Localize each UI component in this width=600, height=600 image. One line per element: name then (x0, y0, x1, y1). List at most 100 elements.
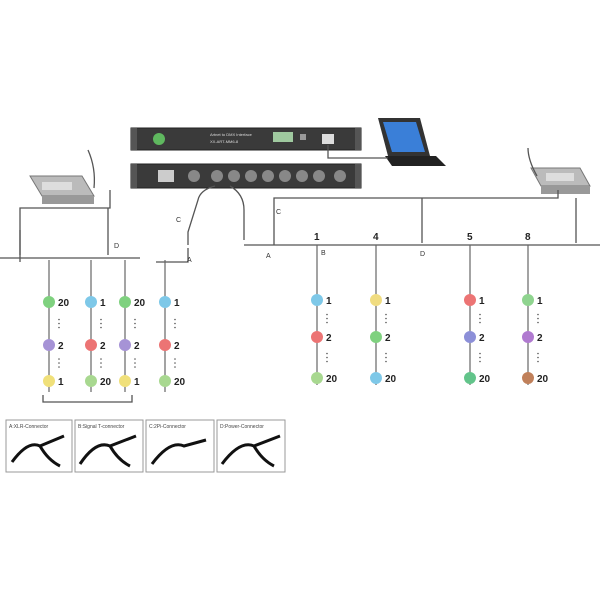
right-line-3-bulb-2 (464, 331, 476, 343)
letter-a-2: A (266, 253, 271, 260)
left_d-ellipsis-dot (174, 322, 176, 325)
right-line-1-bulb-3-number: 20 (326, 374, 338, 385)
right-line-1-ellipsis-dot (326, 317, 328, 320)
left_a-ellipsis-dot (58, 358, 60, 360)
xlr-port-row (188, 170, 346, 182)
legend-caption-signal-t: B:Signal T-connector (78, 424, 125, 430)
right-line-4-bulb-2 (522, 331, 534, 343)
legend-box-xlr: A:XLR-Connector (5, 419, 73, 473)
left_d-bulb-1-number: 1 (174, 298, 180, 309)
letter-d-1: D (114, 243, 119, 250)
right-line-3-bulb-2-number: 2 (479, 333, 485, 344)
power-inlet-icon (158, 170, 174, 182)
laptop-icon (378, 118, 446, 166)
left_b-bulb-3-number: 20 (100, 377, 112, 388)
letter-b-1: B (321, 250, 326, 257)
left_c-bulb-1 (119, 296, 131, 308)
right-line-2-ellipsis-dot (385, 352, 387, 355)
left_c-ellipsis-dot (134, 322, 136, 325)
right-line-2-bulb-1 (370, 294, 382, 306)
right-line-1-bulb-2-number: 2 (326, 333, 332, 344)
left_c-ellipsis-dot (134, 362, 136, 364)
left_c-bulb-1-number: 20 (134, 298, 146, 309)
right-line-4-ellipsis-dot (537, 317, 539, 320)
left_d-bulb-3 (159, 375, 171, 387)
right-line-1-bulb-3 (311, 372, 323, 384)
left_a-bulb-1 (43, 296, 55, 308)
left_a-bulb-3 (43, 375, 55, 387)
power-supply-left-icon (29, 175, 95, 204)
right-line-2-ellipsis-dot (385, 321, 387, 324)
right-line-1-ellipsis-dot (326, 356, 328, 359)
right-line-2-bulb-2-number: 2 (385, 333, 391, 344)
right-line-1-ellipsis-dot (326, 321, 328, 324)
left_c-bulb-2 (119, 339, 131, 351)
right-line-3-bulb-1-number: 1 (479, 296, 485, 307)
right-line-4-bulb-3-number: 20 (537, 374, 549, 385)
right-line-3-ellipsis-dot (479, 360, 481, 363)
legend-box-2pin: C:2Pi-Connector (145, 419, 215, 473)
cable-network (0, 145, 600, 263)
right-line-4-ellipsis-dot (537, 352, 539, 355)
right-line-2-bulb-3-number: 20 (385, 374, 397, 385)
left_a-ellipsis-dot (58, 318, 60, 321)
left_b-ellipsis-dot (100, 358, 102, 360)
right-line-3-ellipsis-dot (479, 356, 481, 359)
left_c-bulb-2-number: 2 (134, 341, 140, 352)
left_b-ellipsis-dot (100, 366, 102, 368)
right-line-2-ellipsis-dot (385, 313, 387, 316)
left_a-ellipsis-dot (58, 322, 60, 325)
left_b-bulb-1-number: 1 (100, 298, 106, 309)
left_a-bulb-2 (43, 339, 55, 351)
right-line-2-ellipsis-dot (385, 360, 387, 363)
brand-logo-icon (153, 133, 165, 145)
left_a-bulb-2-number: 2 (58, 341, 64, 352)
right-line-4-bulb-3 (522, 372, 534, 384)
left_a-ellipsis-dot (58, 362, 60, 364)
right-line-4-bulb-1 (522, 294, 534, 306)
left_b-ellipsis-dot (100, 318, 102, 321)
left_d-ellipsis-dot (174, 358, 176, 360)
right-line-4-ellipsis-dot (537, 313, 539, 316)
right-line-3-head: 5 (467, 232, 473, 243)
left_b-ellipsis-dot (100, 362, 102, 364)
right-line-2-ellipsis-dot (385, 356, 387, 359)
controller-front-unit: Artnet to DMX Interface XX-ART-MM6-8 (130, 127, 362, 151)
left_c-bulb-3-number: 1 (134, 377, 140, 388)
left_d-ellipsis-dot (174, 362, 176, 364)
controller-title: Artnet to DMX Interface (210, 132, 253, 137)
legend-box-signal-t: B:Signal T-connector (74, 419, 144, 473)
left-bottom-link-cable (42, 395, 133, 403)
left_d-bulb-2-number: 2 (174, 341, 180, 352)
left_b-bulb-1 (85, 296, 97, 308)
left_d-ellipsis-dot (174, 318, 176, 321)
left_d-bulb-3-number: 20 (174, 377, 186, 388)
left_b-bulb-3 (85, 375, 97, 387)
letter-c-1: C (176, 217, 181, 224)
legend-caption-xlr: A:XLR-Connector (9, 424, 49, 430)
right-line-4-head: 8 (525, 232, 531, 243)
right-line-3-ellipsis-dot (479, 313, 481, 316)
left_b-ellipsis-dot (100, 322, 102, 325)
right-line-4-ellipsis-dot (537, 321, 539, 324)
legend-caption-power: D:Power-Connector (220, 424, 264, 430)
controller-rear-unit (130, 163, 362, 189)
left_b-bulb-2 (85, 339, 97, 351)
right-line-1-ellipsis-dot (326, 360, 328, 363)
right-line-2-head: 4 (373, 232, 379, 243)
right-line-3-bulb-3 (464, 372, 476, 384)
power-supply-right-icon (530, 167, 591, 194)
right-line-1-ellipsis-dot (326, 352, 328, 355)
letter-d-2: D (420, 251, 425, 258)
left_a-bulb-1-number: 20 (58, 298, 70, 309)
left_c-ellipsis-dot (134, 366, 136, 368)
left_a-ellipsis-dot (58, 326, 60, 329)
ethernet-port (322, 134, 334, 144)
legend-caption-2pin: C:2Pi-Connector (149, 424, 186, 430)
right-line-3-ellipsis-dot (479, 317, 481, 320)
right-line-4-ellipsis-dot (537, 356, 539, 359)
